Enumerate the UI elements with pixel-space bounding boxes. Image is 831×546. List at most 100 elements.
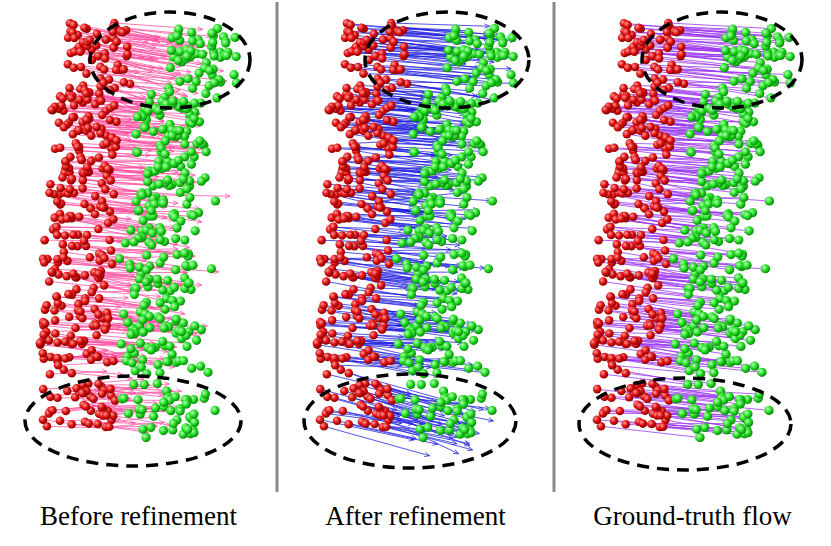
target-point xyxy=(159,323,168,332)
source-point xyxy=(45,277,54,286)
highlight-ellipse xyxy=(90,12,250,108)
target-point xyxy=(156,235,165,244)
flow-arrow xyxy=(332,310,424,322)
target-point xyxy=(162,357,171,366)
source-point xyxy=(36,339,45,348)
target-point xyxy=(436,252,445,261)
flow-arrow xyxy=(400,32,499,42)
target-point xyxy=(180,249,189,258)
source-point xyxy=(108,150,117,159)
source-point xyxy=(65,84,74,93)
target-point xyxy=(138,190,147,199)
source-point xyxy=(345,242,354,251)
source-point xyxy=(112,66,121,75)
target-point xyxy=(179,356,188,365)
source-point xyxy=(344,94,353,103)
target-point xyxy=(436,426,445,435)
target-point xyxy=(132,147,141,156)
source-point xyxy=(339,407,348,416)
target-point xyxy=(187,147,196,156)
target-point xyxy=(147,90,156,99)
source-point xyxy=(100,281,109,290)
target-point xyxy=(163,175,172,184)
source-point xyxy=(106,385,115,394)
target-point xyxy=(188,261,197,270)
target-point xyxy=(156,314,165,323)
source-point xyxy=(377,325,386,334)
source-point xyxy=(346,339,355,348)
flow-arrow xyxy=(384,415,467,435)
source-point xyxy=(100,65,109,74)
source-point xyxy=(370,420,379,429)
source-point xyxy=(317,236,326,245)
source-point xyxy=(361,419,370,428)
source-point xyxy=(351,126,360,135)
source-point xyxy=(341,290,350,299)
target-point xyxy=(464,160,473,169)
target-point xyxy=(159,199,168,208)
source-point xyxy=(67,369,76,378)
target-point xyxy=(182,184,191,193)
target-point xyxy=(185,193,194,202)
source-point xyxy=(359,402,368,411)
source-point xyxy=(355,389,364,398)
source-point xyxy=(102,35,111,44)
source-point xyxy=(100,325,109,334)
source-point xyxy=(110,190,119,199)
target-point xyxy=(210,406,219,415)
source-point xyxy=(95,294,104,303)
source-point xyxy=(316,415,325,424)
target-point xyxy=(167,46,176,55)
source-point xyxy=(325,406,334,415)
target-point xyxy=(478,89,487,98)
target-point xyxy=(509,52,518,61)
target-point xyxy=(126,263,135,272)
source-point xyxy=(317,258,326,267)
target-point xyxy=(424,90,433,99)
source-point xyxy=(53,338,62,347)
source-point xyxy=(99,203,108,212)
source-point xyxy=(374,96,383,105)
target-point xyxy=(153,275,162,284)
source-point xyxy=(371,225,380,234)
target-point xyxy=(133,148,142,157)
target-point xyxy=(140,123,149,132)
source-point xyxy=(342,313,351,322)
target-point xyxy=(171,265,180,274)
target-point xyxy=(418,433,427,442)
source-point xyxy=(53,197,62,206)
source-point xyxy=(41,319,50,328)
target-point xyxy=(159,426,168,435)
source-point xyxy=(91,192,100,201)
source-point xyxy=(360,163,369,172)
target-point xyxy=(182,342,191,351)
source-point xyxy=(379,35,388,44)
target-point xyxy=(179,174,188,183)
source-point xyxy=(82,89,91,98)
source-point xyxy=(313,339,322,348)
target-point xyxy=(138,405,147,414)
source-point xyxy=(347,63,356,72)
target-point xyxy=(119,394,128,403)
source-point xyxy=(109,357,118,366)
flow-arrow xyxy=(375,274,470,286)
source-point xyxy=(331,361,340,370)
target-point xyxy=(165,87,174,96)
target-point xyxy=(172,223,181,232)
source-point xyxy=(105,236,114,245)
target-point xyxy=(401,409,410,418)
source-point xyxy=(102,411,111,420)
source-point xyxy=(104,165,113,174)
target-point xyxy=(132,130,141,139)
target-point xyxy=(188,84,197,93)
source-point xyxy=(345,174,354,183)
source-point xyxy=(86,253,95,262)
target-point xyxy=(201,390,210,399)
source-point xyxy=(81,271,90,280)
flow-arrow xyxy=(43,420,109,431)
source-point xyxy=(39,330,48,339)
source-point xyxy=(56,143,65,152)
target-point xyxy=(175,126,184,135)
flow-arrow xyxy=(60,145,137,149)
